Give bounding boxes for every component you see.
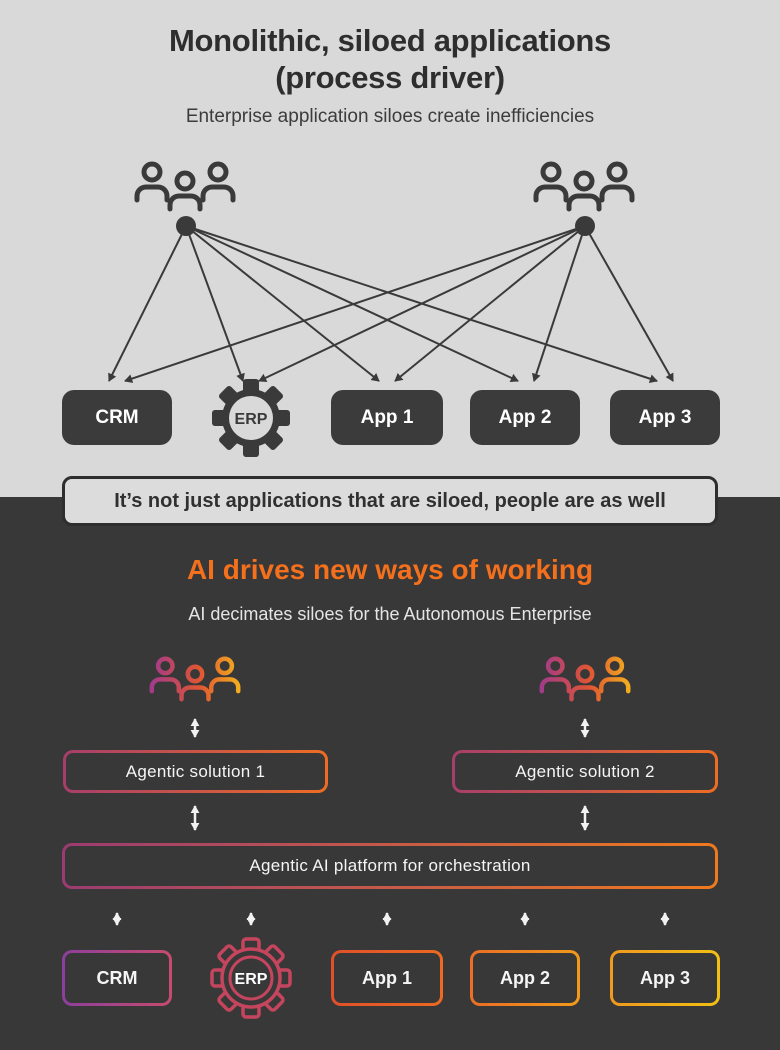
team-icon-gradient-left [152,659,238,700]
banner-text: It’s not just applications that are silo… [114,489,666,512]
bottom-box-crm: CRM [62,950,172,1006]
bottom-erp-label: ERP [235,971,268,988]
bottom-title: AI drives new ways of working [186,554,594,585]
agentic-flow-graphic [112,497,670,926]
bottom-box-app2: App 2 [470,950,580,1006]
double-arrows [112,718,670,926]
top-box-app3: App 3 [610,390,720,445]
agentic-platform-label: Agentic AI platform for orchestration [249,856,531,875]
top-box-app1-label: App 1 [360,406,414,428]
agentic-solution-1-box: Agentic solution 1 [63,750,328,793]
agentic-platform-box: Agentic AI platform for orchestration [62,843,718,889]
top-erp-label: ERP [235,411,268,428]
bottom-box-app3-label: App 3 [639,967,690,988]
bottom-box-app1: App 1 [331,950,443,1006]
agentic-solution-2-label: Agentic solution 2 [515,761,655,781]
top-title: Monolithic, siloed applications (process… [0,22,780,96]
team-icon-right [536,164,632,209]
top-box-app2: App 2 [470,390,580,445]
erp-gear-icon-bottom: ERP [210,937,292,1019]
bottom-box-app2-label: App 2 [499,967,550,988]
top-subtitle: Enterprise application siloes create ine… [185,106,595,127]
hub-dot-left [176,216,196,236]
bottom-box-app1-label: App 1 [361,967,412,988]
agentic-solution-1-label: Agentic solution 1 [125,761,266,781]
team-icon-gradient-right [542,659,628,700]
bottom-box-app3: App 3 [610,950,720,1006]
silo-arrows [108,225,674,384]
silo-connections-graphic [108,0,674,384]
gear-center [229,396,273,440]
top-box-crm-label: CRM [95,406,139,428]
top-box-crm: CRM [62,390,172,445]
banner: It’s not just applications that are silo… [62,476,718,526]
top-box-app2-label: App 2 [498,406,552,428]
top-box-app3-label: App 3 [638,406,692,428]
top-box-app1: App 1 [331,390,443,445]
team-icon-left [137,164,233,209]
top-title-line2: (process driver) [275,60,505,95]
erp-gear-icon-top: ERP [212,379,290,457]
top-title-line1: Monolithic, siloed applications [169,23,611,58]
agentic-solution-2-box: Agentic solution 2 [452,750,718,793]
bottom-subtitle: AI decimates siloes for the Autonomous E… [188,604,592,624]
hub-dot-right [575,216,595,236]
bottom-box-crm-label: CRM [96,967,138,988]
